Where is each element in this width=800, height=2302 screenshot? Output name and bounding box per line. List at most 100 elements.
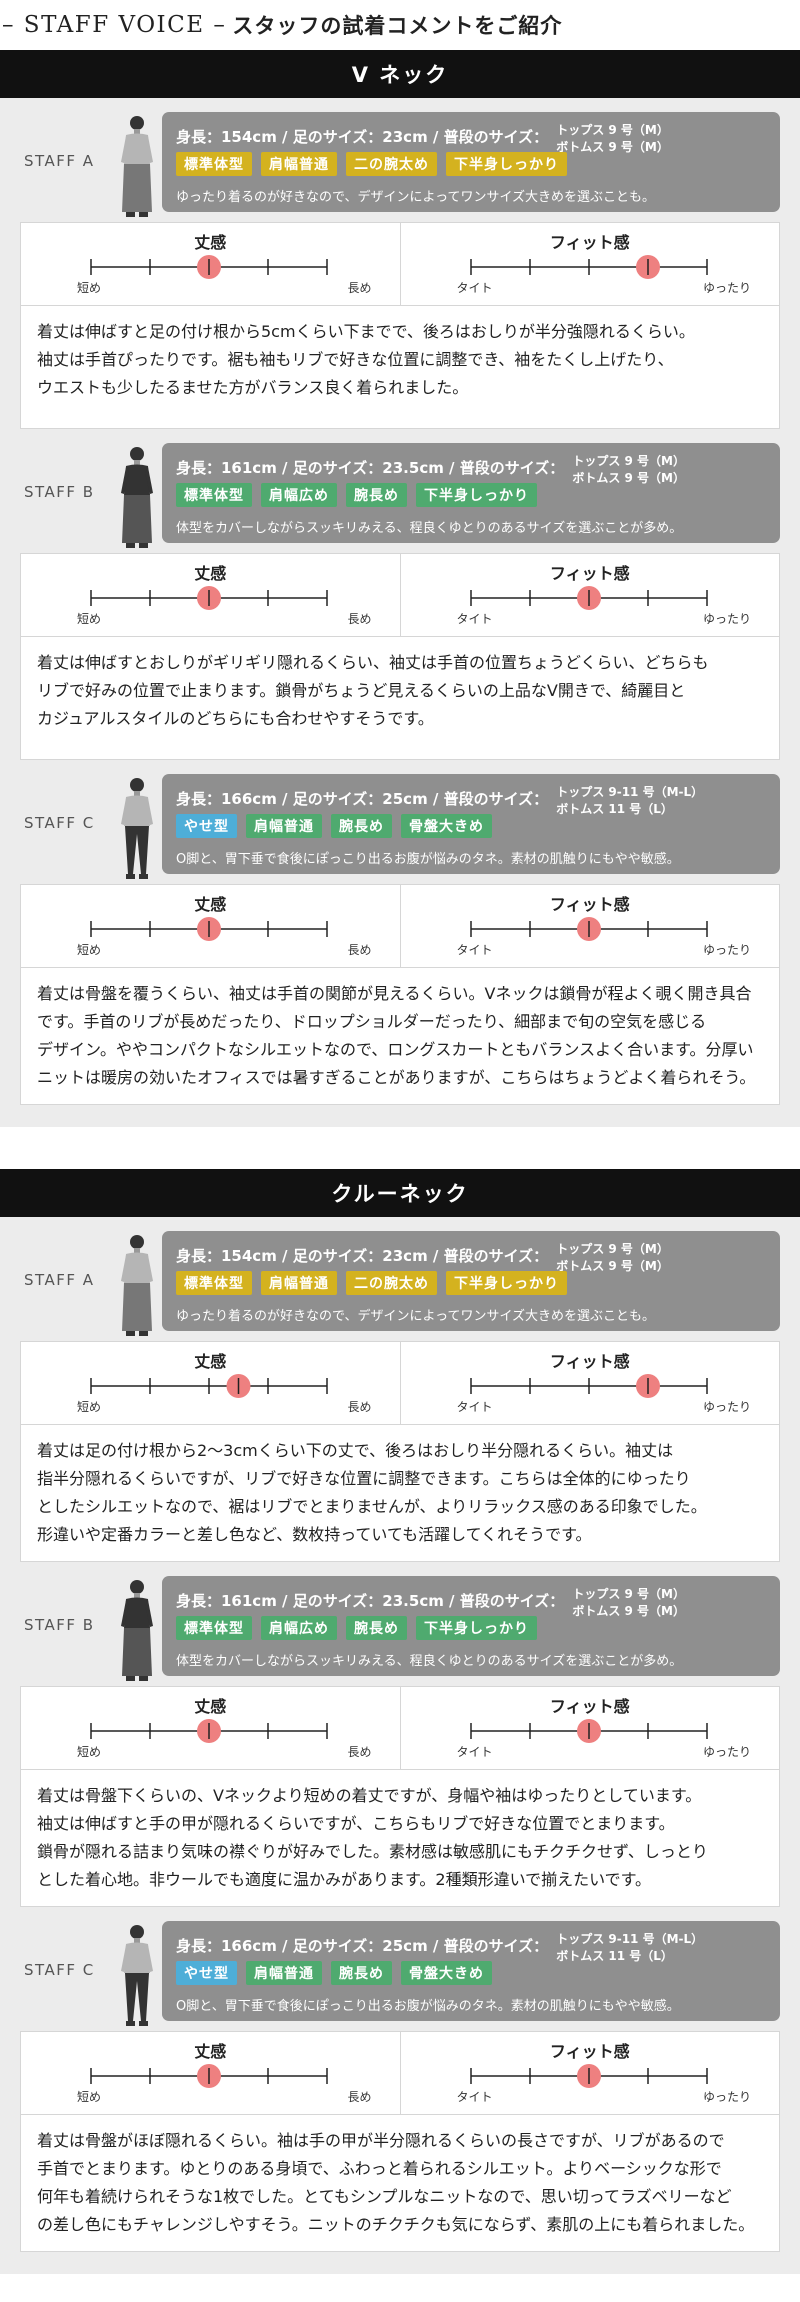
tops-size: トップス 9-11 号（M-L） — [556, 1932, 704, 1946]
staff-entry: STAFF C 身長：166cm / 足のサイズ：25cm / 普段のサイズ：トッ… — [20, 774, 780, 1105]
review-line: 着丈は伸ばすとおしりがギリギリ隠れるくらい、袖丈は手首の位置ちょうどくらい、どち… — [37, 653, 709, 672]
staff-photo — [121, 778, 153, 879]
body-type-tags: 標準体型肩幅広め腕長め下半身しっかり — [176, 483, 766, 511]
review-line: 手首でとまります。ゆとりのある身頃で、ふわっと着られるシルエット。よりベーシック… — [37, 2159, 722, 2178]
scale-right-label: ゆったり — [702, 2090, 751, 2104]
body-type-tag: 骨盤大きめ — [401, 814, 492, 838]
body-type-tag: 下半身しっかり — [416, 483, 537, 507]
torso-shape — [124, 1252, 150, 1283]
shoe-shape — [126, 874, 135, 879]
staff-photo — [121, 116, 153, 217]
pants-shape — [125, 826, 149, 874]
length-scale: 丈感短め長め — [21, 885, 400, 967]
scale-left-label: 短め — [77, 612, 102, 626]
staff-measurements: 身長：166cm / 足のサイズ：25cm / 普段のサイズ：トップス 9-11… — [176, 784, 766, 816]
rating-scales: 丈感短め長めフィット感タイトゆったり — [21, 2032, 779, 2115]
scale-left-label: タイト — [456, 1745, 493, 1759]
body-type-tags: 標準体型肩幅広め腕長め下半身しっかり — [176, 1616, 766, 1644]
review-line: ウエストも少したるませた方がバランス良く着られました。 — [37, 378, 469, 397]
rating-scales: 丈感短め長めフィット感タイトゆったり — [21, 885, 779, 968]
scale-title: フィット感 — [549, 233, 630, 252]
scale-right-label: 長め — [347, 2090, 372, 2104]
staff-label: STAFF A — [24, 152, 95, 170]
staff-info-box: 身長：161cm / 足のサイズ：23.5cm / 普段のサイズ：トップス 9 … — [162, 443, 780, 543]
bottoms-size: ボトムス 9 号（M） — [556, 1259, 669, 1273]
staff-label: STAFF C — [24, 1961, 95, 1979]
body-type-tag: 肩幅普通 — [246, 814, 322, 838]
fit-scale-graphic — [469, 1719, 708, 1743]
rating-scales: 丈感短め長めフィット感タイトゆったり — [21, 1687, 779, 1770]
shoe-shape — [139, 1676, 148, 1681]
staff-preference: ゆったり着るのが好きなので、デザインによってワンサイズ大きめを選ぶことも。 — [176, 1309, 656, 1324]
review-line: 鎖骨が隠れる詰まり気味の襟ぐりが好みでした。素材感は敏感肌にもチクチクせず、しっ… — [37, 1842, 708, 1861]
body-type-tags: 標準体型肩幅普通二の腕太め下半身しっかり — [176, 152, 766, 180]
left-arm-shape — [121, 798, 129, 825]
head-shape — [130, 1580, 144, 1594]
staff-label: STAFF C — [24, 814, 95, 832]
staff-measurements: 身長：161cm / 足のサイズ：23.5cm / 普段のサイズ：トップス 9 … — [176, 453, 766, 485]
left-arm-shape — [121, 1600, 129, 1627]
body-type-tag: 下半身しっかり — [446, 1271, 567, 1295]
staff-info-box: 身長：154cm / 足のサイズ：23cm / 普段のサイズ：トップス 9 号（… — [162, 112, 780, 212]
scale-left-label: 短め — [77, 1400, 102, 1414]
staff-preference: O脚と、胃下垂で食後にぽっこり出るお腹が悩みのタネ。素材の肌触りにもやや敏感。 — [176, 1999, 680, 2014]
body-type-tag: 下半身しっかり — [446, 152, 567, 176]
scale-right-label: ゆったり — [702, 612, 751, 626]
fit-scale: フィット感タイトゆったり — [399, 2032, 780, 2114]
skirt-shape — [122, 1628, 152, 1676]
scale-right-label: 長め — [347, 1400, 372, 1414]
review-line: 着丈は骨盤を覆うくらい、袖丈は手首の関節が見えるくらい。Vネックは鎖骨が程よく覗… — [37, 984, 752, 1003]
review-card: 丈感短め長めフィット感タイトゆったり着丈は骨盤下くらいの、Vネックより短めの着丈… — [20, 1686, 780, 1907]
torso-shape — [124, 133, 150, 164]
body-measurements: 身長：154cm / 足のサイズ：23cm / 普段のサイズ： — [176, 1247, 549, 1265]
right-arm-shape — [145, 1255, 153, 1282]
body-type-tag: 腕長め — [331, 1961, 392, 1985]
review-text: 着丈は伸ばすと足の付け根から5cmくらい下までで、後ろはおしりが半分強隠れるくら… — [21, 306, 779, 428]
staff-preference: ゆったり着るのが好きなので、デザインによってワンサイズ大きめを選ぶことも。 — [176, 190, 656, 205]
pants-shape — [125, 1973, 149, 2021]
review-line: としたシルエットなので、裾はリブでとまりませんが、よりリラックス感のある印象でし… — [37, 1497, 707, 1516]
body-type-tags: 標準体型肩幅普通二の腕太め下半身しっかり — [176, 1271, 766, 1299]
scale-left-label: 短め — [77, 1745, 102, 1759]
body-type-tag: やせ型 — [176, 1961, 237, 1985]
staff-profile: STAFF A 身長：154cm / 足のサイズ：23cm / 普段のサイズ：トッ… — [20, 112, 780, 222]
section-gap — [0, 1127, 800, 1169]
body-type-tag: 肩幅普通 — [261, 1271, 337, 1295]
length-scale-graphic — [90, 586, 328, 610]
staff-preference: 体型をカバーしながらスッキリみえる、程良くゆとりのあるサイズを選ぶことが多め。 — [176, 1654, 683, 1669]
left-arm-shape — [121, 1255, 129, 1282]
page-title-jp: スタッフの試着コメントをご紹介 — [232, 14, 563, 38]
shoe-shape — [139, 2021, 148, 2026]
body-type-tag: 腕長め — [346, 483, 407, 507]
scale-left-label: タイト — [456, 612, 493, 626]
length-scale: 丈感短め長め — [21, 1342, 400, 1424]
neck-shape — [134, 1938, 140, 1943]
staff-measurements: 身長：154cm / 足のサイズ：23cm / 普段のサイズ：トップス 9 号（… — [176, 1241, 766, 1273]
shoe-shape — [126, 212, 135, 217]
staff-label: STAFF B — [24, 1616, 95, 1634]
section-body: STAFF A 身長：154cm / 足のサイズ：23cm / 普段のサイズ：トッ… — [0, 98, 800, 1127]
scale-left-label: タイト — [456, 2090, 493, 2104]
head-shape — [130, 1925, 144, 1939]
body-type-tag: 肩幅広め — [261, 1616, 337, 1640]
staff-profile: STAFF C 身長：166cm / 足のサイズ：25cm / 普段のサイズ：トッ… — [20, 774, 780, 884]
torso-shape — [124, 795, 150, 826]
fit-scale-graphic — [469, 917, 708, 941]
length-scale-graphic — [90, 2064, 328, 2088]
tops-size: トップス 9 号（M） — [556, 123, 669, 137]
skirt-shape — [122, 495, 152, 543]
body-type-tag: 標準体型 — [176, 1616, 252, 1640]
review-line: とした着心地。非ウールでも適度に温かみがあります。2種類形違いで揃えたいです。 — [37, 1870, 652, 1889]
review-text: 着丈は足の付け根から2〜3cmくらい下の丈で、後ろはおしり半分隠れるくらい。袖丈… — [21, 1425, 779, 1561]
right-arm-shape — [145, 467, 153, 494]
staff-measurements: 身長：154cm / 足のサイズ：23cm / 普段のサイズ：トップス 9 号（… — [176, 122, 766, 154]
bottoms-size: ボトムス 9 号（M） — [572, 471, 685, 485]
right-arm-shape — [145, 136, 153, 163]
scale-title: 丈感 — [194, 564, 227, 583]
scale-right-label: ゆったり — [702, 1745, 751, 1759]
body-type-tags: やせ型肩幅普通腕長め骨盤大きめ — [176, 814, 766, 842]
